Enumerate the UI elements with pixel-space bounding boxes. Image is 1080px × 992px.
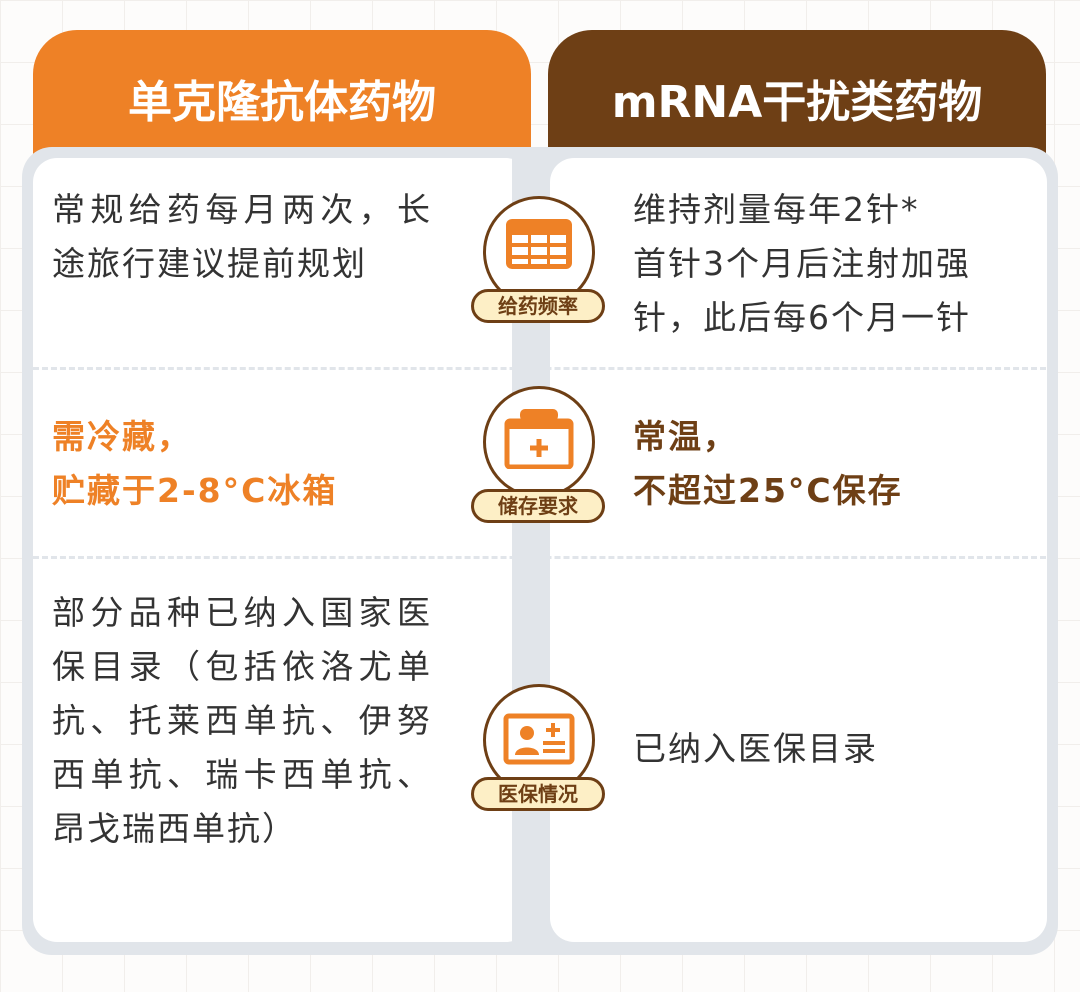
frequency-left: 常规给药每月两次，长途旅行建议提前规划 <box>52 190 432 283</box>
medical-kit-icon <box>483 386 595 498</box>
category-label: 储存要求 <box>471 489 605 523</box>
divider <box>33 556 1046 559</box>
left-card <box>33 158 530 942</box>
storage-right: 常温， 不超过25°C保存 <box>633 417 903 510</box>
insurance-left: 部分品种已纳入国家医保目录（包括依洛尤单抗、托莱西单抗、伊努西单抗、瑞卡西单抗、… <box>52 593 432 848</box>
divider <box>33 367 1046 370</box>
storage-left: 需冷藏， 贮藏于2-8°C冰箱 <box>52 417 338 510</box>
frequency-right: 维持剂量每年2针* 首针3个月后注射加强针，此后每6个月一针 <box>633 190 971 337</box>
header-monoclonal-antibody: 单克隆抗体药物 <box>33 30 531 170</box>
header-mrna-interference: mRNA干扰类药物 <box>548 30 1046 170</box>
category-label: 医保情况 <box>471 777 605 811</box>
right-card <box>550 158 1047 942</box>
insurance-right: 已纳入医保目录 <box>633 729 878 768</box>
category-label: 给药频率 <box>471 289 605 323</box>
